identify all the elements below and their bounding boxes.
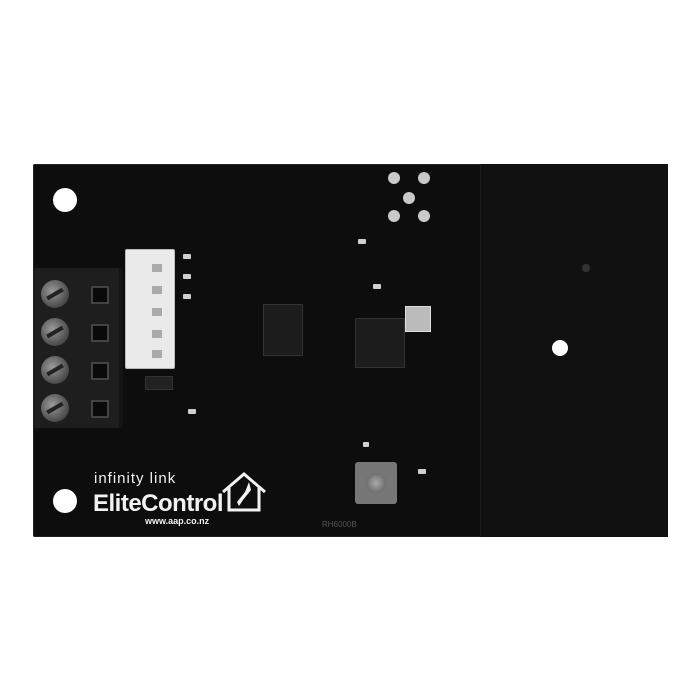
screw-terminal-block [33, 268, 123, 428]
connector-pin [152, 264, 162, 272]
smd-component [183, 274, 191, 279]
terminal-slot [91, 324, 109, 342]
terminal-slot [91, 362, 109, 380]
led-pad [388, 172, 400, 184]
tactile-push-button [355, 462, 397, 504]
terminal-screw-2 [41, 318, 69, 346]
smd-component [145, 376, 173, 390]
crystal-oscillator [405, 306, 431, 332]
terminal-screw-3 [41, 356, 69, 384]
led-pad [418, 210, 430, 222]
led-pad [403, 192, 415, 204]
mounting-hole-top-left [53, 188, 77, 212]
smd-component [183, 254, 191, 259]
smd-component [373, 284, 381, 289]
house-logo-icon [222, 472, 266, 512]
led-pad [388, 210, 400, 222]
mounting-hole-bottom-left [53, 489, 77, 513]
terminal-screw-4 [41, 394, 69, 422]
terminal-screw-1 [41, 280, 69, 308]
connector-pin [152, 308, 162, 316]
product-line-label: infinity link [94, 470, 177, 487]
eeprom-chip [263, 304, 303, 356]
antenna-hole [552, 340, 568, 356]
brand-logo-text: EliteControl [93, 490, 224, 517]
connector-pin [152, 330, 162, 338]
smd-component [183, 294, 191, 299]
smd-component [188, 409, 196, 414]
website-url: www.aap.co.nz [145, 516, 210, 526]
white-pin-header-connector [125, 249, 175, 369]
terminal-slot [91, 400, 109, 418]
smd-component [358, 239, 366, 244]
pcb-board: infinity link EliteControl www.aap.co.nz… [33, 164, 668, 537]
smd-component [418, 469, 426, 474]
via [582, 264, 590, 272]
part-code: RH6000B [322, 520, 357, 529]
smd-component [363, 442, 369, 447]
connector-pin [152, 350, 162, 358]
terminal-slot [91, 286, 109, 304]
microcontroller-chip [355, 318, 405, 368]
connector-pin [152, 286, 162, 294]
antenna-area [480, 164, 668, 537]
led-pad [418, 172, 430, 184]
